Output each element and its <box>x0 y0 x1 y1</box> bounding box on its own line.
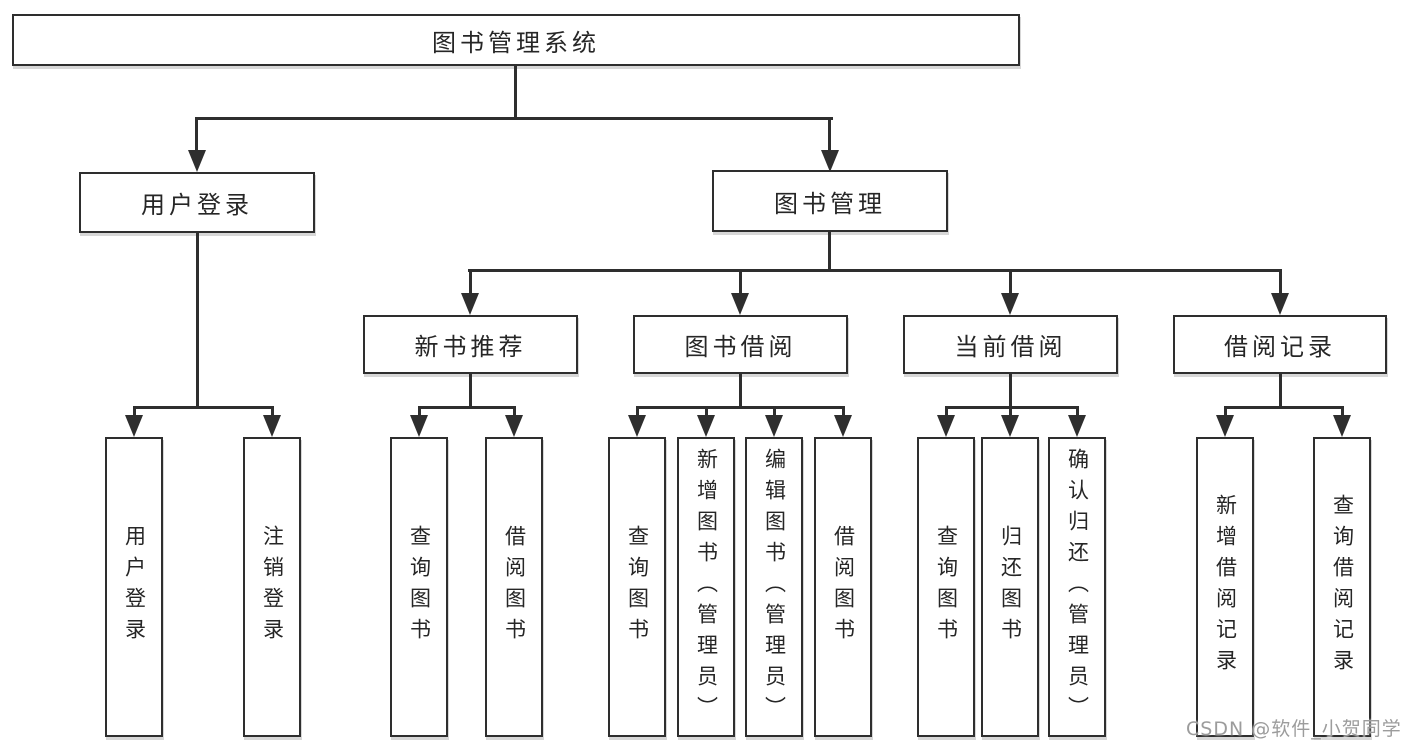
connector-current-shaft <box>1009 269 1012 295</box>
connector-login-split <box>133 406 273 409</box>
connector-current-split <box>945 406 1079 409</box>
arrow-down-icon <box>1001 415 1019 437</box>
connector-leaf-shaft <box>1224 406 1227 418</box>
arrow-down-icon <box>821 150 839 172</box>
connector-current-drop <box>1009 372 1012 409</box>
connector-leaf-shaft <box>133 406 136 418</box>
leaf-label: 归还图书 <box>998 525 1023 649</box>
connector-borrowing-drop <box>739 372 742 409</box>
leaf-label: 借阅图书 <box>831 525 856 649</box>
arrow-down-icon <box>505 415 523 437</box>
connector-books-split <box>468 269 1282 272</box>
arrow-down-icon <box>1271 293 1289 315</box>
arrow-down-icon <box>263 415 281 437</box>
connector-leaf-shaft <box>271 406 274 418</box>
arrow-down-icon <box>1001 293 1019 315</box>
arrow-down-icon <box>1333 415 1351 437</box>
node-user-login: 用户登录 <box>79 172 315 233</box>
leaf-label: 查询图书 <box>407 525 432 649</box>
leaf-label: 确认归还（管理员） <box>1065 447 1090 727</box>
leaf-borrow-books: 借阅图书 <box>814 437 872 737</box>
connector-leaf-shaft <box>1341 406 1344 418</box>
leaf-label: 注销登录 <box>260 525 285 649</box>
arrow-down-icon <box>410 415 428 437</box>
connector-leaf-shaft <box>418 406 421 418</box>
node-book-management: 图书管理 <box>712 170 948 232</box>
leaf-edit-books-admin: 编辑图书（管理员） <box>745 437 803 737</box>
leaf-confirm-return-admin: 确认归还（管理员） <box>1048 437 1106 737</box>
leaf-logout-login: 注销登录 <box>243 437 301 737</box>
connector-leaf-shaft <box>842 406 845 418</box>
leaf-borrow-books-recommend: 借阅图书 <box>485 437 543 737</box>
node-library-management-system: 图书管理系统 <box>12 14 1020 66</box>
leaf-label: 查询借阅记录 <box>1330 494 1355 680</box>
connector-root-split <box>195 117 833 120</box>
node-book-borrowing: 图书借阅 <box>633 315 848 374</box>
arrow-down-icon <box>125 415 143 437</box>
connector-borrow-shaft <box>739 269 742 295</box>
connector-leaf-shaft <box>513 406 516 418</box>
connector-leaf-shaft <box>1076 406 1079 418</box>
leaf-query-borrow-record: 查询借阅记录 <box>1313 437 1371 737</box>
arrow-down-icon <box>461 293 479 315</box>
leaf-label: 查询图书 <box>934 525 959 649</box>
arrow-down-icon <box>628 415 646 437</box>
connector-books-drop <box>828 230 831 272</box>
node-borrow-records: 借阅记录 <box>1173 315 1387 374</box>
leaf-label: 新增图书（管理员） <box>694 447 719 727</box>
connector-records-shaft <box>1279 269 1282 295</box>
leaf-label: 编辑图书（管理员） <box>762 447 787 727</box>
arrow-down-icon <box>188 150 206 172</box>
connector-leaf-shaft <box>636 406 639 418</box>
leaf-add-books-admin: 新增图书（管理员） <box>677 437 735 737</box>
connector-leaf-shaft <box>773 406 776 418</box>
connector-root-left-shaft <box>195 117 198 153</box>
connector-leaf-shaft <box>705 406 708 418</box>
leaf-label: 查询图书 <box>625 525 650 649</box>
node-current-borrowing: 当前借阅 <box>903 315 1118 374</box>
connector-borrowing-split <box>636 406 845 409</box>
arrow-down-icon <box>731 293 749 315</box>
arrow-down-icon <box>834 415 852 437</box>
leaf-add-borrow-record: 新增借阅记录 <box>1196 437 1254 737</box>
leaf-label: 用户登录 <box>122 525 147 649</box>
arrow-down-icon <box>1068 415 1086 437</box>
connector-leaf-shaft <box>945 406 948 418</box>
leaf-query-books-current: 查询图书 <box>917 437 975 737</box>
leaf-user-login: 用户登录 <box>105 437 163 737</box>
connector-leaf-shaft <box>1009 406 1012 418</box>
leaf-return-books: 归还图书 <box>981 437 1039 737</box>
arrow-down-icon <box>697 415 715 437</box>
leaf-label: 新增借阅记录 <box>1213 494 1238 680</box>
node-new-book-recommend: 新书推荐 <box>363 315 578 374</box>
connector-recommend-drop <box>469 372 472 409</box>
leaf-query-books-borrow: 查询图书 <box>608 437 666 737</box>
arrow-down-icon <box>765 415 783 437</box>
connector-records-split <box>1224 406 1344 409</box>
connector-recommend-shaft <box>469 269 472 295</box>
connector-root-right-shaft <box>828 117 831 153</box>
connector-login-drop <box>196 231 199 409</box>
connector-root-drop <box>514 64 517 119</box>
arrow-down-icon <box>1216 415 1234 437</box>
leaf-query-books-recommend: 查询图书 <box>390 437 448 737</box>
leaf-label: 借阅图书 <box>502 525 527 649</box>
connector-records-drop <box>1279 372 1282 409</box>
csdn-watermark: CSDN @软件_小贺同学 <box>1186 718 1402 740</box>
connector-recommend-split <box>418 406 516 409</box>
arrow-down-icon <box>937 415 955 437</box>
